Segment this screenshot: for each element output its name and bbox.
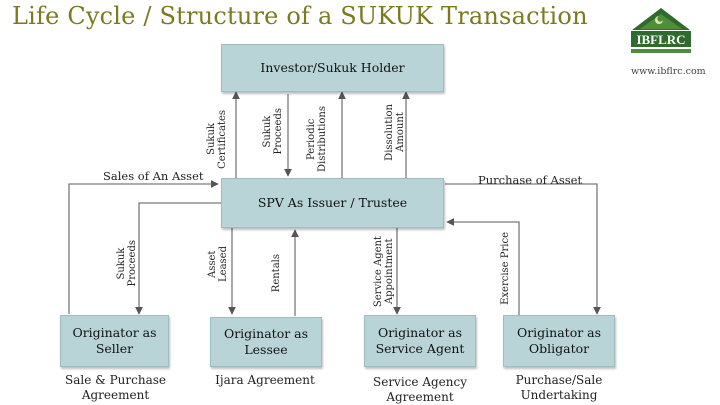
label-exercise-price: Exercise Price: [500, 232, 511, 305]
originator-obligator-box: Originator as Obligator: [503, 315, 615, 367]
label-sukuk-proceeds-bottom: Sukuk Proceeds: [116, 240, 138, 287]
originator-lessee-box: Originator as Lessee: [210, 317, 322, 367]
label-service-agent-appointment: Service Agent Appointment: [373, 236, 395, 308]
svg-text:IBFLRC: IBFLRC: [636, 32, 685, 47]
arrow-sukuk-proceeds-bottom: [135, 202, 222, 315]
arrow-purchase-of-asset: [445, 183, 601, 315]
logo-url-link[interactable]: www.ibflrc.com: [631, 66, 706, 77]
page-title: Life Cycle / Structure of a SUKUK Transa…: [12, 2, 588, 30]
arrow-exercise-price: [446, 218, 520, 316]
originator-seller-box: Originator as Seller: [60, 315, 169, 367]
spv-box: SPV As Issuer / Trustee: [221, 178, 444, 228]
caption-service-agency-agreement: Service Agency Agreement: [373, 375, 467, 404]
label-sukuk-proceeds-top: Sukuk Proceeds: [262, 108, 284, 155]
label-purchase-of-asset: Purchase of Asset: [478, 173, 583, 187]
caption-ijara-agreement: Ijara Agreement: [215, 373, 315, 387]
caption-sale-purchase-agreement: Sale & Purchase Agreement: [64, 373, 167, 402]
arrow-sales-of-asset: [68, 180, 219, 314]
label-dissolution-amount: Dissolution Amount: [384, 104, 406, 161]
label-sales-of-asset: Sales of An Asset: [103, 169, 204, 183]
label-asset-leased: Asset Leased: [207, 246, 229, 282]
caption-purchase-sale-undertaking: Purchase/Sale Undertaking: [515, 373, 603, 402]
originator-service-agent-box: Originator as Service Agent: [364, 315, 476, 367]
investor-box: Investor/Sukuk Holder: [221, 44, 444, 92]
ibflrc-logo: IBFLRC: [631, 8, 691, 53]
label-rentals: Rentals: [271, 254, 282, 293]
label-sukuk-certificates: Sukuk Certificates: [206, 110, 228, 169]
label-periodic-distributions: Periodic Distributions: [306, 106, 328, 172]
